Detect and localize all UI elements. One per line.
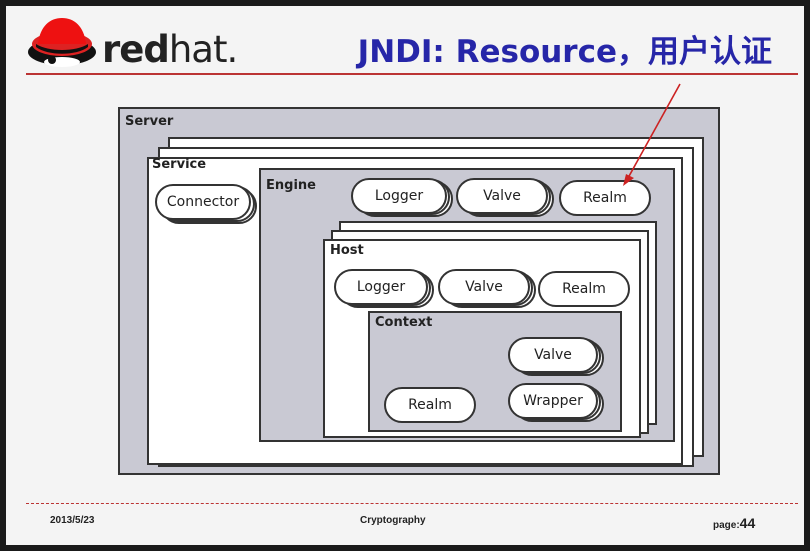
host-valve-pill[interactable]: Valve xyxy=(438,269,530,305)
server-label: Server xyxy=(125,114,174,129)
host-logger-stack: Logger xyxy=(334,269,438,309)
host-realm-stack: Realm xyxy=(538,271,632,309)
bottom-rule xyxy=(26,503,798,505)
host-label: Host xyxy=(330,243,364,258)
engine-logger-pill[interactable]: Logger xyxy=(351,178,447,214)
arrow-icon xyxy=(623,83,681,186)
host-valve-stack: Valve xyxy=(438,269,542,309)
context-wrapper-stack: Wrapper xyxy=(508,383,612,423)
engine-valve-pill[interactable]: Valve xyxy=(456,178,548,214)
slide-title: JNDI: Resource，用户认证 xyxy=(357,34,772,70)
host-realm-pill[interactable]: Realm xyxy=(538,271,630,307)
page-label: page: xyxy=(713,520,740,531)
footer-page: page:44 xyxy=(713,515,755,531)
engine-realm-pill[interactable]: Realm xyxy=(559,180,651,216)
logo-bold: red xyxy=(102,28,170,71)
context-realm-stack: Realm xyxy=(384,387,478,425)
top-rule xyxy=(26,73,798,75)
connector-pill[interactable]: Connector xyxy=(155,184,251,220)
service-label: Service xyxy=(152,157,207,172)
slide: redhat. JNDI: Resource，用户认证 Server Servi… xyxy=(6,6,804,545)
page-number: 44 xyxy=(739,515,756,531)
footer-date: 2013/5/23 xyxy=(50,515,95,526)
footer-title: Cryptography xyxy=(360,515,426,526)
logo-light: hat. xyxy=(168,28,238,71)
engine-label: Engine xyxy=(266,178,316,193)
engine-valve-stack: Valve xyxy=(456,178,560,218)
engine-logger-stack: Logger xyxy=(351,178,455,218)
host-logger-pill[interactable]: Logger xyxy=(334,269,428,305)
context-wrapper-pill[interactable]: Wrapper xyxy=(508,383,598,419)
connector-stack: Connector xyxy=(155,184,265,224)
context-valve-pill[interactable]: Valve xyxy=(508,337,598,373)
engine-realm-stack: Realm xyxy=(559,180,653,218)
context-realm-pill[interactable]: Realm xyxy=(384,387,476,423)
context-valve-stack: Valve xyxy=(508,337,612,377)
redhat-logo-icon xyxy=(28,18,96,67)
redhat-wordmark: redhat. xyxy=(102,28,238,71)
context-label: Context xyxy=(375,315,433,330)
